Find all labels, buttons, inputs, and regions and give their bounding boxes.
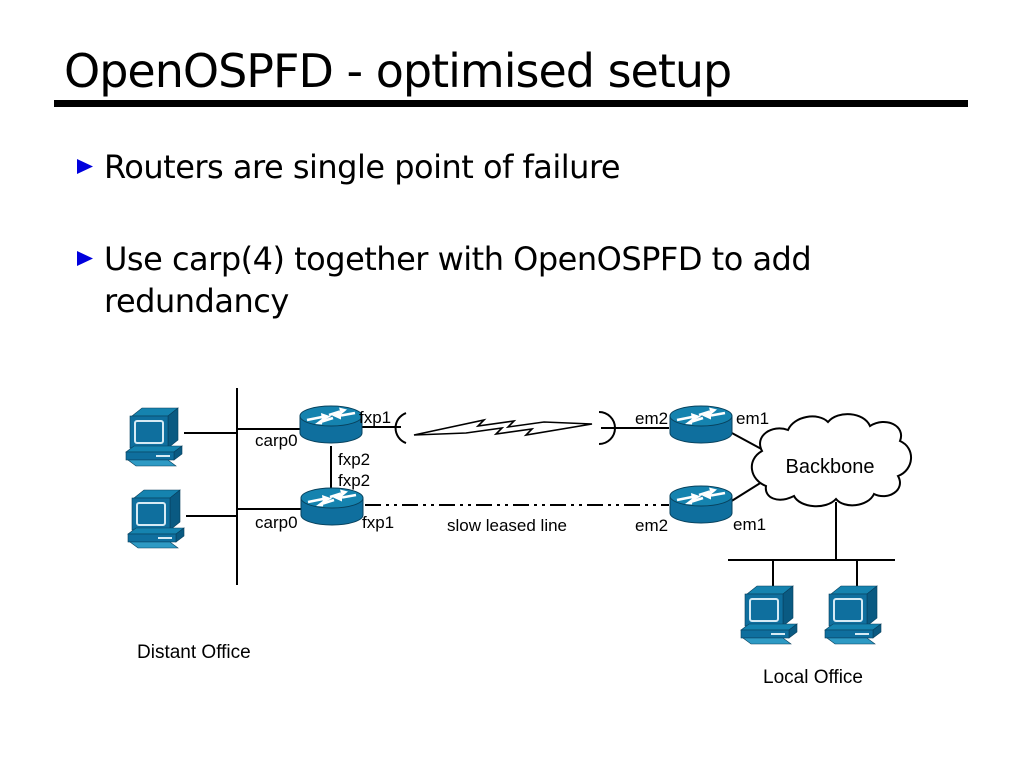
backbone-link: [729, 479, 766, 503]
bullet-text-line: redundancy: [104, 282, 289, 320]
label-slow-leased-line: slow leased line: [447, 516, 567, 535]
bullet-item: Routers are single point of failure: [76, 146, 621, 188]
link-break-arc-icon: [394, 412, 407, 444]
wan-lightning-icon: [413, 418, 593, 437]
label-distant-office: Distant Office: [137, 642, 251, 663]
workstation-icon: [125, 407, 183, 467]
label-fxp2-bottom: fxp2: [338, 471, 370, 490]
label-carp0-bottom: carp0: [255, 513, 298, 532]
label-backbone: Backbone: [786, 456, 875, 478]
label-em1-top: em1: [736, 409, 769, 428]
label-carp0-top: carp0: [255, 431, 298, 450]
backbone-cloud: [751, 413, 912, 508]
bullet-triangle-icon: [77, 251, 93, 266]
workstation-icon: [740, 585, 798, 645]
page-title: OpenOSPFD - optimised setup: [64, 44, 732, 98]
label-em2-top: em2: [635, 409, 668, 428]
bullet-text-line: Routers are single point of failure: [104, 148, 621, 186]
router-icon: [298, 404, 364, 445]
router-icon: [299, 486, 365, 527]
workstation-icon: [127, 489, 185, 549]
label-em1-bottom: em1: [733, 515, 766, 534]
bullet-text-line: Use carp(4) together with OpenOSPFD to a…: [104, 240, 812, 278]
label-fxp1-top: fxp1: [359, 408, 391, 427]
label-fxp1-bottom: fxp1: [362, 513, 394, 532]
bullet-triangle-icon: [77, 159, 93, 174]
router-icon: [668, 484, 734, 525]
label-em2-bottom: em2: [635, 516, 668, 535]
label-local-office: Local Office: [763, 667, 863, 688]
bullet-item: Use carp(4) together with OpenOSPFD to a…: [76, 238, 812, 322]
label-fxp2-top: fxp2: [338, 450, 370, 469]
workstation-icon: [824, 585, 882, 645]
title-underline: [54, 100, 968, 107]
router-icon: [668, 404, 734, 445]
